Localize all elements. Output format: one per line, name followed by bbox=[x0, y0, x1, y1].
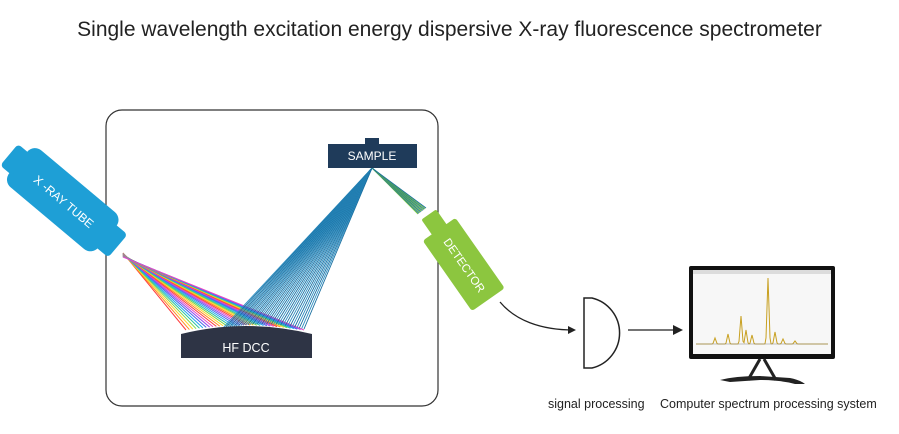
beam-ray bbox=[371, 167, 427, 209]
signal-processing-unit bbox=[583, 297, 621, 369]
sample-label: SAMPLE bbox=[348, 149, 397, 163]
computer-monitor bbox=[689, 266, 835, 384]
spectrum-plot bbox=[696, 277, 828, 345]
incident-beam-rays bbox=[122, 252, 305, 331]
beam-ray bbox=[303, 167, 373, 330]
arrow-head-1 bbox=[568, 326, 576, 334]
diagram-title: Single wavelength excitation energy disp… bbox=[77, 18, 822, 41]
monochromatic-beam-rays bbox=[221, 167, 373, 330]
beam-ray bbox=[122, 256, 305, 331]
sample-holder: SAMPLE bbox=[328, 138, 417, 168]
crystal-label: HF DCC bbox=[222, 341, 269, 355]
computer-caption: Computer spectrum processing system bbox=[660, 397, 877, 411]
arrow-head-2 bbox=[673, 325, 683, 335]
fluorescence-beam-rays bbox=[371, 167, 427, 215]
detector-to-signal-arrow bbox=[499, 301, 575, 331]
signal-processing-caption: signal processing bbox=[548, 397, 645, 411]
crystal-hf-dcc: HF DCC bbox=[181, 326, 312, 358]
